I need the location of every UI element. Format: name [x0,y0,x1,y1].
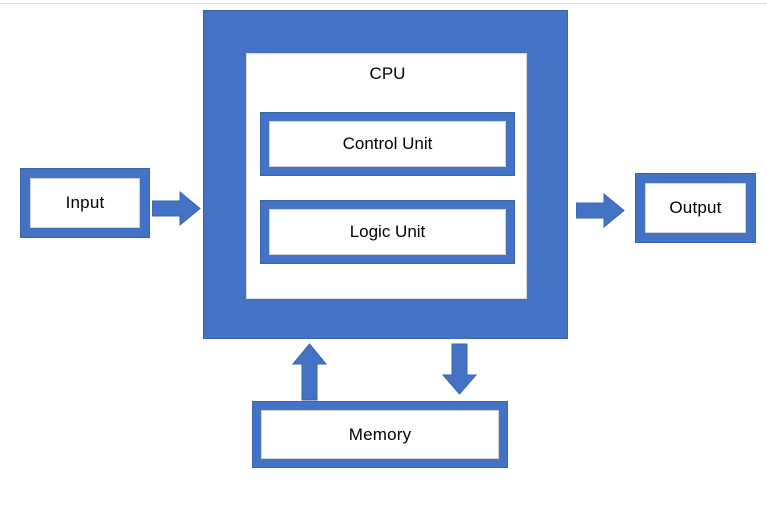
top-divider [0,3,767,4]
control-unit-block[interactable]: Control Unit [260,112,515,176]
arrow-right-cpu-to-output-icon [576,192,625,229]
input-label: Input [65,193,105,212]
input-block[interactable]: Input [20,168,150,238]
logic-unit-block[interactable]: Logic Unit [260,200,515,264]
logic-unit-inner: Logic Unit [269,209,506,255]
cpu-label: CPU [369,64,406,83]
arrow-up-memory-to-cpu-icon [291,343,328,401]
output-label: Output [669,198,722,217]
input-inner: Input [30,178,140,228]
memory-block[interactable]: Memory [252,401,508,468]
control-unit-inner: Control Unit [269,121,506,167]
memory-inner: Memory [261,410,499,459]
arrow-right-input-to-cpu-icon [152,190,201,227]
cpu-inner-panel: CPU Control Unit Logic Unit [246,53,527,299]
memory-label: Memory [348,424,412,444]
output-block[interactable]: Output [635,173,756,243]
logic-unit-label: Logic Unit [349,222,426,241]
output-inner: Output [645,183,746,233]
control-unit-label: Control Unit [342,134,433,153]
arrow-down-cpu-to-memory-icon [441,343,478,395]
cpu-block[interactable]: CPU Control Unit Logic Unit [203,10,568,339]
